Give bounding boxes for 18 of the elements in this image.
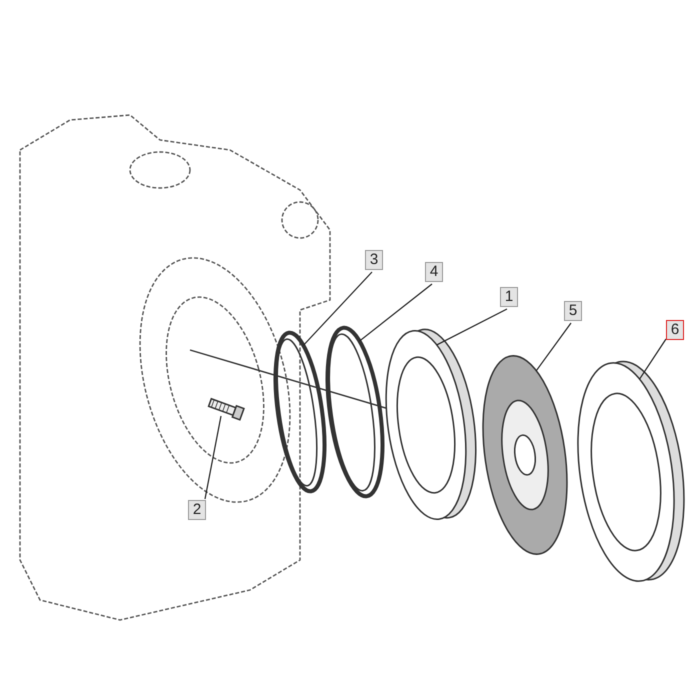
leader-line bbox=[204, 416, 222, 500]
callout-number: 5 bbox=[564, 301, 582, 321]
callout-number: 3 bbox=[365, 250, 383, 270]
leader-line bbox=[536, 322, 572, 372]
pressure-plate-drawing bbox=[577, 360, 685, 582]
clutch-piston-drawing bbox=[385, 328, 476, 520]
leader-line bbox=[302, 272, 372, 346]
leader-line bbox=[359, 284, 432, 342]
callout-number: 6 bbox=[666, 320, 684, 340]
pin-drawing bbox=[208, 398, 245, 421]
friction-disc-drawing bbox=[482, 355, 568, 555]
callout-number: 4 bbox=[425, 262, 443, 282]
callout-number: 2 bbox=[188, 500, 206, 520]
leader-line bbox=[436, 308, 508, 346]
leader-line bbox=[639, 338, 666, 380]
seal-ring-drawing bbox=[326, 326, 384, 498]
seal-ring-drawing bbox=[274, 330, 326, 494]
callout-number: 1 bbox=[500, 287, 518, 307]
